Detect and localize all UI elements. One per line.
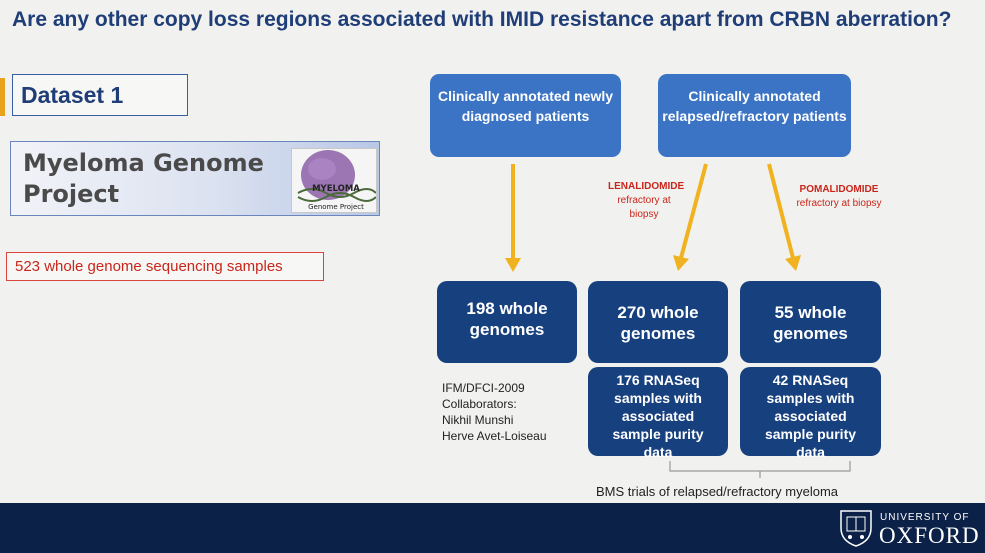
collab-line-4: Herve Avet-Loiseau — [442, 429, 547, 443]
university-of-label: UNIVERSITY OF — [880, 512, 970, 523]
genomes-55-box: 55 whole genomes — [740, 281, 881, 363]
collab-line-2: Collaborators: — [442, 397, 517, 411]
mgp-logo-graphic: MYELOMA Genome Project — [297, 150, 376, 211]
oxford-crest-icon — [840, 510, 872, 547]
logo-text-bottom: Genome Project — [308, 203, 364, 211]
collaborators-text: IFM/DFCI-2009 Collaborators: Nikhil Muns… — [442, 380, 582, 444]
dataset-box: Dataset 1 — [12, 74, 188, 116]
arrow-to-55 — [767, 163, 795, 259]
dataset-label: Dataset 1 — [21, 82, 124, 108]
relapsed-refractory-box: Clinically annotated relapsed/refractory… — [658, 74, 851, 157]
rnaseq-42-box: 42 RNASeq samples with associated sample… — [740, 367, 881, 460]
bms-caption: BMS trials of relapsed/refractory myelom… — [596, 484, 839, 499]
samples-label: 523 whole genome sequencing samples — [15, 258, 283, 275]
pomalidomide-drug: POMALIDOMIDE — [799, 184, 879, 195]
mgp-logo: MYELOMA Genome Project — [291, 148, 377, 213]
bms-bracket — [669, 461, 851, 472]
logo-text-top: MYELOMA — [312, 184, 360, 194]
accent-bar — [0, 78, 5, 116]
collab-line-1: IFM/DFCI-2009 — [442, 381, 525, 395]
slide-title: Are any other copy loss regions associat… — [12, 8, 952, 31]
mgp-title: Myeloma Genome Project — [23, 149, 264, 208]
arrowhead-55 — [785, 255, 801, 271]
pomalidomide-note: POMALIDOMIDE refractory at biopsy — [786, 183, 892, 211]
lenalidomide-drug: LENALIDOMIDE — [608, 181, 685, 192]
footer-bar: UNIVERSITY OF OXFORD — [0, 503, 985, 553]
lenalidomide-note: LENALIDOMIDE refractory at biopsy — [608, 180, 685, 222]
samples-box: 523 whole genome sequencing samples — [6, 252, 324, 281]
genomes-198-box: 198 whole genomes — [437, 281, 577, 363]
arrow-to-270 — [679, 163, 708, 259]
lenalidomide-rest: refractory at biopsy — [617, 195, 671, 220]
collab-line-3: Nikhil Munshi — [442, 413, 514, 427]
genomes-270-box: 270 whole genomes — [588, 281, 728, 363]
pomalidomide-rest: refractory at biopsy — [796, 198, 882, 209]
oxford-label: OXFORD — [879, 523, 980, 548]
newly-diagnosed-box: Clinically annotated newly diagnosed pat… — [430, 74, 621, 157]
rnaseq-176-box: 176 RNASeq samples with associated sampl… — [588, 367, 728, 460]
myeloma-genome-project-box: Myeloma Genome Project MYELOMA Genome Pr… — [10, 141, 380, 216]
arrowhead-198 — [505, 258, 521, 272]
arrowhead-270 — [673, 255, 689, 271]
